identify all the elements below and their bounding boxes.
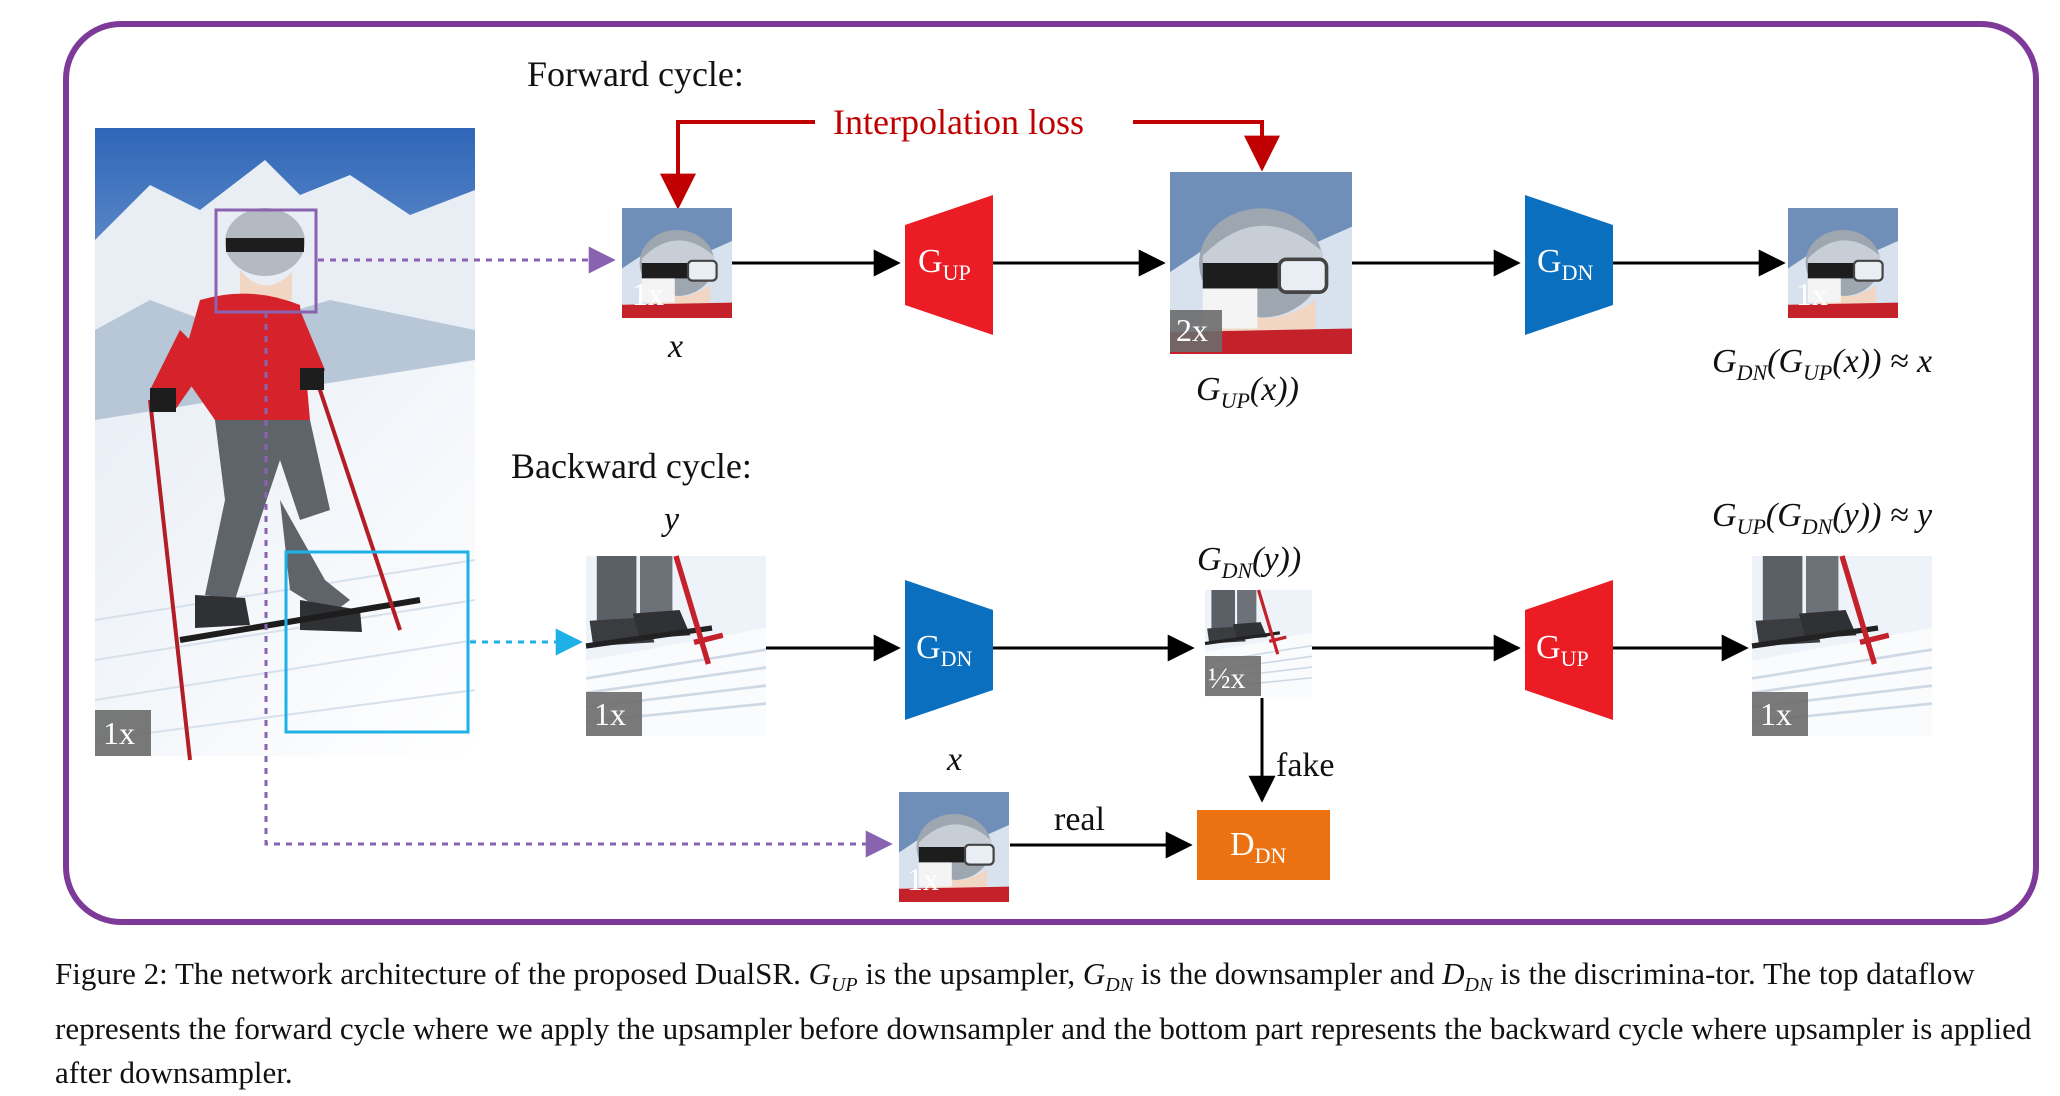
gup-backward-label: GUP xyxy=(1536,629,1589,671)
boots-crop-box xyxy=(284,550,470,734)
loss-arrow-left xyxy=(660,120,815,210)
gdn-forward-block xyxy=(1525,195,1613,335)
dualsr-diagram: 1x Forward cycle: Backward cycle: Interp… xyxy=(63,21,2039,925)
backward-cycle-result-label: GUP(GDN(y)) ≈ y xyxy=(1712,497,1933,539)
main-photo-scale: 1x xyxy=(103,715,135,751)
forward-cycle-result-label: GDN(GUP(x)) ≈ x xyxy=(1712,343,1932,385)
forward-cycle-title: Forward cycle: xyxy=(527,54,744,94)
ddn-label: DDN xyxy=(1230,826,1286,868)
caption-part-1: is the upsampler, xyxy=(857,956,1083,991)
caption-part-3: is the discrimina-tor. The top dataflow … xyxy=(55,956,2032,1091)
fake-label: fake xyxy=(1276,747,1335,784)
gdn-y-label: GDN(y)) xyxy=(1197,541,1301,583)
crop-arrow-real xyxy=(264,312,893,858)
caption-ddn: DDN xyxy=(1442,956,1493,997)
backward-downsampled-scale: ½x xyxy=(1208,662,1246,695)
real-label: real xyxy=(1054,801,1105,838)
gdn-backward-block xyxy=(905,580,993,720)
gup-backward-block xyxy=(1525,580,1613,720)
caption-lead: Figure 2: The network architecture of th… xyxy=(55,956,809,991)
forward-input-label: x xyxy=(667,328,683,365)
figure-caption: Figure 2: The network architecture of th… xyxy=(55,952,2045,1095)
ddn-block xyxy=(1197,810,1330,880)
gdn-backward-label: GDN xyxy=(916,629,972,671)
caption-gup: GUP xyxy=(808,956,858,997)
gup-x-label: GUP(x)) xyxy=(1196,371,1299,413)
skier-photo: 1x xyxy=(94,128,476,761)
gup-forward-label: GUP xyxy=(918,243,971,285)
forward-upsampled-scale: 2x xyxy=(1176,312,1208,348)
interpolation-loss-label: Interpolation loss xyxy=(833,102,1084,142)
backward-output-scale: 1x xyxy=(1760,696,1792,732)
discriminator-input-scale: 1x xyxy=(907,861,939,897)
gdn-forward-label: GDN xyxy=(1537,243,1593,285)
backward-input-scale: 1x xyxy=(594,696,626,732)
caption-gdn: GDN xyxy=(1082,956,1134,997)
discriminator-input-label: x xyxy=(946,741,962,778)
gup-forward-block xyxy=(905,195,993,335)
forward-input-scale: 1x xyxy=(632,276,664,312)
loss-arrow-right xyxy=(1133,120,1280,172)
backward-cycle-title: Backward cycle: xyxy=(511,446,752,486)
diagram-frame xyxy=(63,21,2039,925)
forward-output-scale: 1x xyxy=(1796,276,1828,312)
backward-input-label: y xyxy=(661,501,680,538)
caption-part-2: is the downsampler and xyxy=(1133,956,1443,991)
